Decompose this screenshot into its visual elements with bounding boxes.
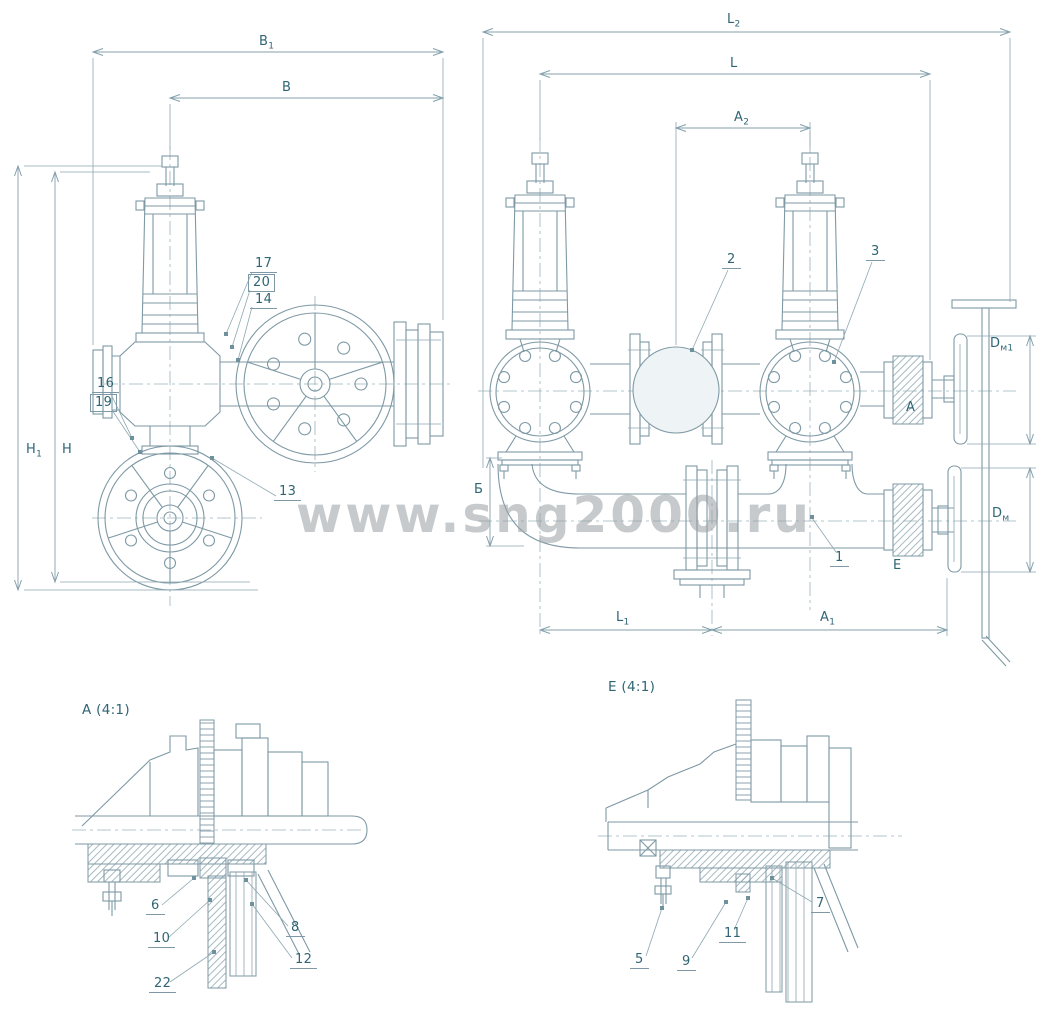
callout-17: 17 [250,256,278,273]
detail-e-title: E (4:1) [608,679,656,695]
callout-9: 9 [677,954,696,971]
callout-2: 2 [722,252,741,269]
side-view-drawing [478,28,1036,667]
callout-20: 20 [248,274,276,292]
side-view-leaders [690,261,873,553]
right-handwheel [235,304,395,464]
upper-pipe-spool [590,333,760,445]
callout-16: 16 [92,376,120,393]
callout-11: 11 [719,926,747,943]
callout-10: 10 [148,931,176,948]
detail-a-title: A (4:1) [82,702,130,718]
detail-marker-a: A [906,400,916,415]
callout-22: 22 [149,976,177,993]
dim-label-dm1: Dм1 [990,336,1014,354]
right-safety-valve [759,152,861,479]
detail-e-leaders [645,876,813,959]
dim-label-l2: L2 [727,12,741,30]
front-valve-body [92,341,394,455]
side-view-dimensions [481,28,1036,636]
lower-gear-drive [883,465,962,573]
detail-marker-e: E [893,558,902,573]
dim-label-h1: H1 [26,442,43,460]
dim-label-b1: B1 [259,34,275,52]
front-view-drawing [14,48,452,606]
upper-gear-drive [860,333,968,445]
detail-e-drawing [598,699,902,1003]
dim-label-b-cyr: Б [474,482,484,497]
callout-6: 6 [146,898,165,915]
bottom-manifold [497,463,884,598]
front-right-flange [393,321,444,447]
extension-rod [951,299,1017,667]
dim-label-l1: L1 [616,610,630,628]
callout-8: 8 [286,920,305,937]
watermark: www.sng2000.ru [296,486,812,544]
callout-12: 12 [290,952,318,969]
front-view-dimensions [14,48,445,592]
lower-handwheel [97,445,243,591]
dim-label-dm: Dм [992,506,1010,524]
dim-label-a1: A1 [820,610,836,628]
callout-1: 1 [830,550,849,567]
callout-5: 5 [630,952,649,969]
callout-19: 19 [90,394,118,412]
callout-3: 3 [866,244,885,261]
callout-13: 13 [274,484,302,501]
dim-label-b: B [282,80,292,95]
front-view-leaders [109,271,277,497]
detail-a-drawing [72,719,368,989]
dim-label-a2: A2 [734,110,750,128]
detail-a-leaders [161,876,293,983]
dim-label-h: H [62,442,73,457]
dim-label-l: L [730,56,738,71]
callout-14: 14 [250,292,278,309]
left-safety-valve [489,152,591,479]
callout-7: 7 [811,896,830,913]
